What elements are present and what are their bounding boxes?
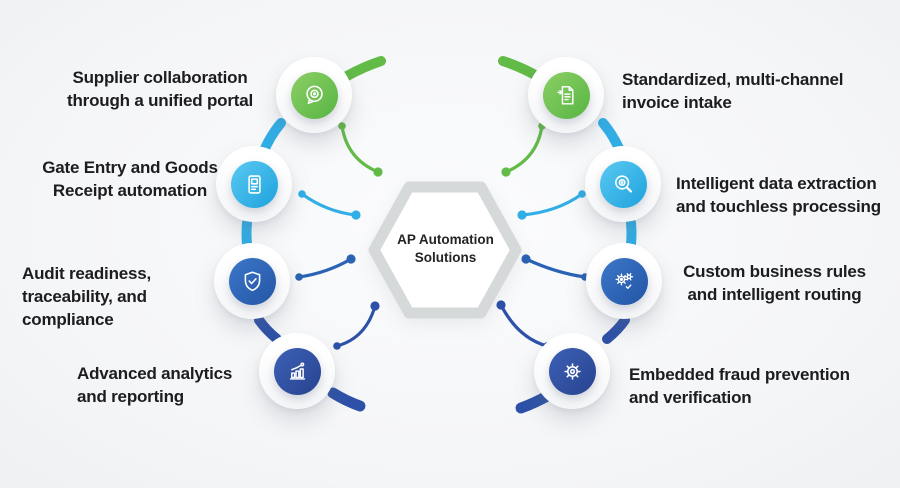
node-circle: [599, 160, 647, 208]
node-fraud-prevention: [534, 333, 610, 409]
node-circle: [548, 347, 596, 395]
label-line: and reporting: [77, 387, 184, 406]
connector-advanced-analytics: [335, 304, 377, 348]
label-supplier-collaboration: Supplier collaboration through a unified…: [40, 66, 280, 112]
node-circle: [228, 257, 276, 305]
label-invoice-intake: Standardized, multi-channel invoice inta…: [622, 68, 900, 114]
label-line: through a unified portal: [67, 91, 253, 110]
connector-dot: [517, 210, 527, 220]
connector-dot: [496, 300, 506, 310]
node-data-extraction: [585, 146, 661, 222]
label-line: compliance: [22, 310, 114, 329]
connector-dot: [501, 167, 511, 177]
label-line: traceability, and: [22, 287, 147, 306]
label-line: and intelligent routing: [687, 285, 862, 304]
node-gate-entry: [216, 146, 292, 222]
webcam-icon: [305, 85, 323, 104]
connector-business-rules: [524, 257, 587, 279]
analytics-chart-icon: [289, 362, 305, 380]
shield-check-icon: [244, 270, 260, 291]
label-line: Gate Entry and Goods: [42, 158, 218, 177]
ring-segment: [241, 218, 252, 249]
gear-icon: [563, 362, 581, 380]
connector-dot: [346, 254, 356, 264]
node-circle: [542, 71, 590, 119]
label-line: Advanced analytics: [77, 364, 233, 383]
connector-dot: [373, 167, 383, 177]
magnifier-data-icon: [614, 174, 632, 193]
connector-dot: [578, 190, 586, 198]
connector-dot: [333, 342, 341, 350]
connector-gate-entry: [300, 192, 358, 217]
connector-dot: [521, 254, 531, 264]
node-circle: [600, 257, 648, 305]
node-business-rules: [586, 243, 662, 319]
connector-supplier-collaboration: [340, 124, 380, 174]
center-hexagon: [368, 181, 522, 319]
label-line: Supplier collaboration: [72, 68, 248, 87]
ring-segment: [498, 56, 542, 81]
center-title: AP Automation Solutions: [374, 231, 517, 267]
ring-segment: [602, 315, 630, 344]
node-circle: [230, 160, 278, 208]
label-line: and touchless processing: [676, 197, 881, 216]
connector-dot: [351, 210, 361, 220]
label-fraud-prevention: Embedded fraud prevention and verificati…: [629, 363, 899, 409]
invoice-document-icon: [556, 85, 574, 105]
label-line: Embedded fraud prevention: [629, 365, 850, 384]
label-business-rules: Custom business rules and intelligent ro…: [672, 260, 877, 306]
label-audit-readiness: Audit readiness, traceability, and compl…: [22, 262, 252, 331]
connector-dot: [338, 122, 346, 130]
connector-dot: [298, 190, 306, 198]
node-audit-readiness: [214, 243, 290, 319]
label-line: Custom business rules: [683, 262, 866, 281]
ring-segment: [254, 315, 282, 344]
ring-segment: [626, 218, 637, 249]
node-circle: [290, 71, 338, 119]
label-line: Receipt automation: [52, 181, 208, 200]
node-invoice-intake: [528, 57, 604, 133]
label-line: invoice intake: [622, 93, 732, 112]
connector-dot: [295, 273, 303, 281]
label-data-extraction: Intelligent data extraction and touchles…: [676, 172, 900, 218]
label-line: Intelligent data extraction: [676, 174, 877, 193]
center-title-line1: AP Automation: [397, 232, 494, 247]
label-gate-entry: Gate Entry and Goods Receipt automation: [24, 156, 236, 202]
receipt-terminal-icon: [247, 174, 261, 194]
connector-invoice-intake: [504, 124, 544, 174]
center-title-line2: Solutions: [414, 250, 477, 265]
connector-data-extraction: [520, 192, 584, 217]
connector-fraud-prevention: [499, 303, 549, 348]
gears-routing-icon: [615, 272, 633, 289]
label-line: Standardized, multi-channel: [622, 70, 844, 89]
ring-segment: [327, 387, 366, 412]
node-advanced-analytics: [259, 333, 335, 409]
node-supplier-collaboration: [276, 57, 352, 133]
label-advanced-analytics: Advanced analytics and reporting: [77, 362, 307, 408]
connector-audit-readiness: [297, 257, 353, 279]
ring-segment: [342, 56, 386, 81]
node-circle: [273, 347, 321, 395]
label-line: Audit readiness,: [22, 264, 152, 283]
connector-dot: [370, 301, 380, 311]
label-line: and verification: [629, 388, 752, 407]
